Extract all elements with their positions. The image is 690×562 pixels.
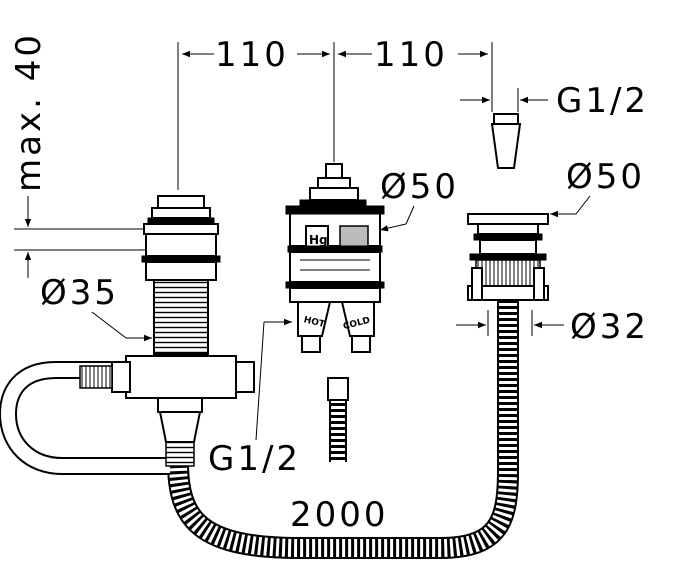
- dimension-dia-32: Ø32: [456, 307, 649, 347]
- dimension-thread-bottom: G1/2: [208, 318, 301, 479]
- dimension-dia-35: Ø35: [40, 273, 152, 342]
- dimension-110-left: 110: [177, 35, 335, 190]
- middle-valve-assembly: Hg HOT COLD: [285, 163, 385, 401]
- hose-length-text: 2000: [290, 495, 389, 535]
- thread-top-text: G1/2: [556, 81, 649, 121]
- dimension-110-right: 110: [338, 35, 493, 108]
- dim-110-right-text: 110: [374, 35, 448, 75]
- dimension-dia-50-middle: Ø50: [379, 167, 459, 232]
- right-holder-assembly: [467, 113, 549, 301]
- dia-32-text: Ø32: [570, 307, 649, 347]
- dimension-max-depth: max. 40: [9, 32, 160, 278]
- left-body-assembly: [79, 195, 255, 467]
- dim-110-left-text: 110: [215, 35, 289, 75]
- dimension-dia-50-right: Ø50: [550, 157, 645, 218]
- ribbed-hose-long: [167, 214, 519, 559]
- loop-pipe-left: [0, 361, 170, 475]
- dia-50-right-text: Ø50: [566, 157, 645, 197]
- dia-35-text: Ø35: [40, 273, 119, 313]
- badge-text: Hg: [309, 233, 328, 247]
- max-depth-text: max. 40: [9, 32, 49, 192]
- thread-bottom-text: G1/2: [208, 439, 301, 479]
- dimension-thread-top: G1/2: [460, 81, 649, 121]
- dia-50-middle-text: Ø50: [380, 167, 459, 207]
